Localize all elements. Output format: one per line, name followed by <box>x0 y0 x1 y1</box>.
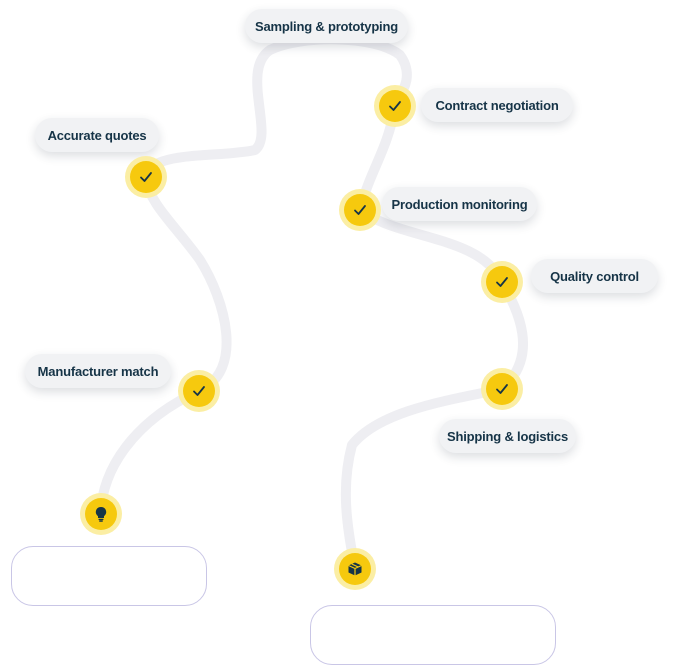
step-node-accurate-quotes <box>125 156 167 198</box>
step-label-production-monitoring: Production monitoring <box>382 187 537 221</box>
start-node <box>80 493 122 535</box>
step-label-text: Shipping & logistics <box>447 428 568 444</box>
step-label-manufacturer-match: Manufacturer match <box>25 354 171 388</box>
step-label-text: Contract negotiation <box>435 97 559 113</box>
start-info-box <box>11 546 207 606</box>
step-node-manufacturer-match <box>178 370 220 412</box>
step-label-accurate-quotes: Accurate quotes <box>35 118 159 152</box>
check-icon <box>193 386 205 396</box>
check-icon <box>496 384 508 394</box>
step-label-text: Quality control <box>550 268 639 284</box>
check-icon <box>140 172 152 182</box>
step-label-sampling-prototyping: Sampling & prototyping <box>245 9 408 43</box>
step-node-quality-control <box>481 261 523 303</box>
step-label-text: Sampling & prototyping <box>255 18 398 34</box>
step-node-contract-negotiation <box>374 85 416 127</box>
end-node <box>334 548 376 590</box>
check-icon <box>496 277 508 287</box>
step-label-contract-negotiation: Contract negotiation <box>421 88 573 122</box>
step-label-text: Production monitoring <box>391 196 528 212</box>
step-node-shipping-logistics <box>481 368 523 410</box>
step-label-text: Accurate quotes <box>47 127 147 143</box>
step-label-text: Manufacturer match <box>37 363 159 379</box>
step-node-production-monitoring <box>339 189 381 231</box>
end-info-box <box>310 605 556 665</box>
step-label-shipping-logistics: Shipping & logistics <box>439 419 576 453</box>
lightbulb-icon <box>95 507 107 522</box>
package-icon <box>348 562 362 576</box>
check-icon <box>354 205 366 215</box>
check-icon <box>389 101 401 111</box>
step-label-quality-control: Quality control <box>531 259 658 293</box>
